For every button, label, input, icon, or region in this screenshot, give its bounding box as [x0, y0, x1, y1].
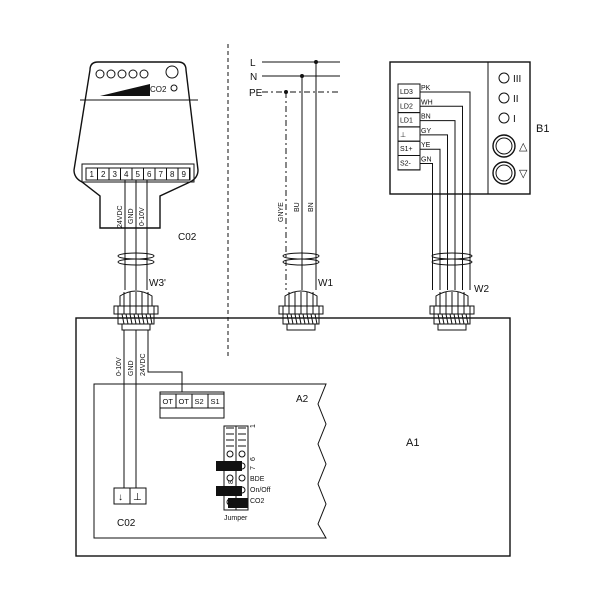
jumper-number-8: 8: [228, 480, 235, 484]
switch-terminal-label: LD1: [400, 118, 413, 125]
switch-terminal-label: S2-: [400, 161, 412, 168]
sensor-level-wedge: [100, 84, 150, 96]
board-a2-name: A2: [296, 394, 309, 405]
co2-signal-arrow-icon: ↓: [118, 492, 123, 503]
switch-wire-color: YE: [421, 142, 431, 149]
gland-w2-label: W2: [474, 284, 489, 295]
sensor-wire-0-10v: 0-10V: [139, 207, 146, 226]
up-arrow-icon: △: [519, 141, 528, 153]
jumper-label-bde: BDE: [250, 476, 265, 483]
cable-gland-w2: [429, 290, 475, 331]
mains-pe-label: PE: [249, 88, 263, 99]
sensor-terminal-2: 2: [101, 170, 106, 179]
sensor-name: C02: [178, 232, 197, 243]
mains-wire-bn: BN: [308, 202, 315, 212]
switch-name: B1: [536, 123, 549, 135]
unit-a1-name: A1: [406, 437, 419, 449]
jumper-title: Jumper: [224, 515, 248, 522]
mains-wire-bu: BU: [294, 202, 301, 212]
switch-wire-color: GY: [421, 128, 431, 135]
sensor-terminal-5: 5: [136, 170, 141, 179]
board-a2: [93, 383, 327, 539]
cable-gland-w1: [278, 290, 324, 331]
sensor-wire-24vdc: 24VDC: [117, 205, 124, 228]
unit-a1-enclosure: [75, 317, 511, 557]
board-wire-0-10v: 0-10V: [116, 357, 123, 376]
sensor-led-row: [95, 65, 179, 92]
sensor-wire-gnd: GND: [128, 208, 135, 224]
up-button-icon: [492, 134, 516, 158]
sensor-terminal-7: 7: [159, 170, 164, 179]
board-incoming-cable: 0-10V GND 24VDC: [116, 330, 183, 488]
switch-terminal-label: ⊥: [400, 132, 406, 139]
sensor-terminal-3: 3: [113, 170, 118, 179]
sensor-terminal-4: 4: [124, 170, 129, 179]
jumper-number-9: 9: [228, 490, 235, 494]
switch-wire-color: BN: [421, 114, 431, 121]
cable-gland-w3: [113, 290, 159, 331]
board-terminal-ot: OT: [179, 397, 190, 406]
switch-wire-color: GN: [421, 157, 432, 164]
switch-wire-color: WH: [421, 99, 433, 106]
jumper-label-co2: CO2: [250, 498, 265, 505]
board-co2-name: C02: [117, 518, 136, 529]
mains-n-label: N: [250, 72, 257, 83]
board-terminal-block: OT OT S2 S1: [159, 391, 225, 419]
mains-l-label: L: [250, 58, 256, 69]
switch-terminal-label: LD2: [400, 103, 413, 110]
jumper-block: 1 6 7 8 9 10 BDE On/Off CO2 Jumper: [216, 424, 271, 522]
mains-supply: L N PE GNYE BU BN: [249, 58, 340, 290]
jumper-number-7: 7: [250, 466, 257, 470]
sensor-cable: 24VDC GND 0-10V: [117, 180, 155, 290]
board-terminal-ot: OT: [163, 397, 174, 406]
switch-terminal-label: LD3: [400, 89, 413, 96]
jumper-number-1: 1: [250, 424, 257, 428]
sensor-terminal-8: 8: [170, 170, 175, 179]
sensor-co2-label: CO2: [150, 85, 167, 94]
gland-w1-label: W1: [318, 278, 333, 289]
board-terminal-s1: S1: [211, 397, 220, 406]
jumper-number-10: 10: [228, 498, 235, 506]
board-wire-gnd: GND: [128, 360, 135, 376]
level-i: I: [513, 114, 516, 125]
switch-terminal-label: S1+: [400, 146, 413, 153]
board-co2-input: ↓ ⊥ C02: [113, 487, 147, 529]
down-button-icon: [492, 161, 516, 185]
mains-wire-gnye: GNYE: [278, 202, 285, 222]
jumper-number-6: 6: [250, 457, 257, 461]
co2-ground-icon: ⊥: [133, 492, 142, 503]
switch-wire-color: PK: [421, 85, 431, 92]
gland-w3-label: W3': [149, 278, 166, 289]
board-terminal-s2: S2: [195, 397, 204, 406]
level-ii: II: [513, 94, 519, 105]
switch-cable: [420, 91, 473, 290]
sensor-terminal-1: 1: [90, 170, 95, 179]
level-iii: III: [513, 74, 521, 85]
sensor-terminal-6: 6: [147, 170, 152, 179]
down-arrow-icon: ▽: [519, 168, 528, 180]
sensor-terminal-9: 9: [182, 170, 187, 179]
board-wire-24vdc: 24VDC: [140, 353, 147, 376]
jumper-label-onoff: On/Off: [250, 487, 271, 494]
